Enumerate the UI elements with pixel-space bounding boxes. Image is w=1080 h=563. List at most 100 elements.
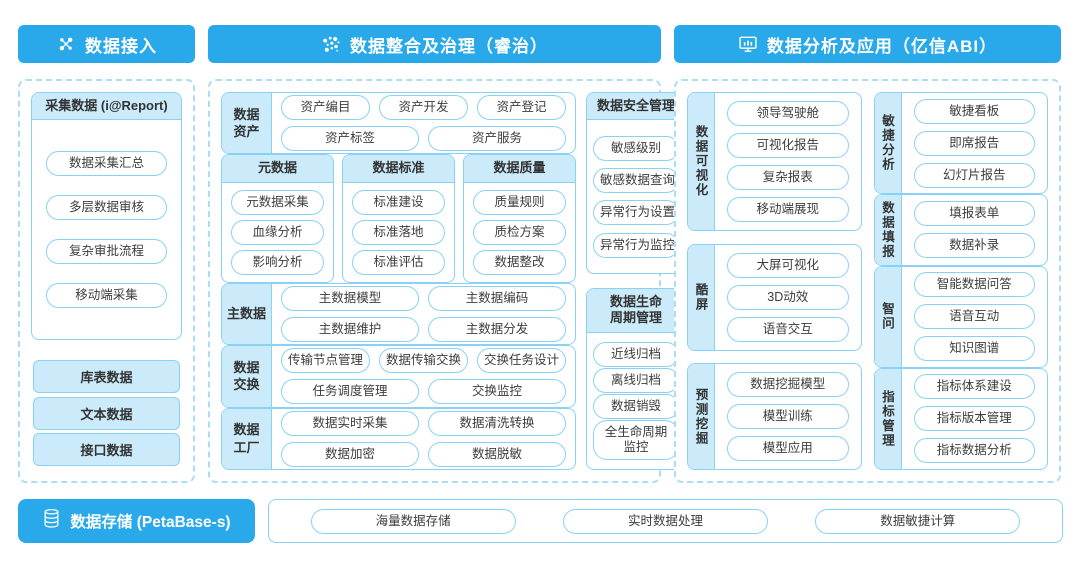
panel-data-analysis: 数据可视化 领导驾驶舱 可视化报告 复杂报表 移动端展现 酷屏 大屏可视化 3D…: [674, 79, 1061, 483]
group-data-filling-label: 数据填报: [874, 195, 902, 265]
group-data-exchange: 数据 交换 传输节点管理 数据传输交换 交换任务设计 任务调度管理 交换监控: [221, 345, 577, 408]
item-voice-interaction: 语音交互: [727, 316, 849, 342]
item-table-data: 库表数据: [33, 359, 180, 393]
group-agile-analysis-label: 敏捷分析: [874, 93, 902, 194]
item-inspection-plan: 质检方案: [473, 219, 567, 245]
group-data-asset-label: 数据 资产: [222, 93, 272, 154]
item-transfer-node-mgmt: 传输节点管理: [281, 348, 371, 374]
item-multilayer-audit: 多层数据审核: [46, 195, 167, 221]
item-clean-transform: 数据清洗转换: [428, 410, 567, 436]
item-task-schedule-mgmt: 任务调度管理: [281, 379, 420, 405]
item-sensitive-level: 敏感级别: [593, 135, 680, 161]
header-data-analysis: 数据分析及应用（亿信ABI）: [674, 25, 1061, 63]
item-data-mask: 数据脱敏: [428, 441, 567, 467]
item-3d-effects: 3D动效: [727, 284, 849, 310]
item-bigscreen-visual: 大屏可视化: [727, 252, 849, 278]
item-exchange-monitor: 交换监控: [428, 379, 567, 405]
item-indicator-analysis: 指标数据分析: [913, 438, 1035, 464]
item-masterdata-model: 主数据模型: [281, 285, 420, 311]
item-exchange-task-design: 交换任务设计: [477, 348, 567, 374]
dots-cluster-icon: [321, 34, 341, 54]
item-adhoc-report: 即席报告: [913, 130, 1035, 156]
analysis-column-a: 数据可视化 领导驾驶舱 可视化报告 复杂报表 移动端展现 酷屏 大屏可视化 3D…: [687, 92, 862, 470]
item-impact-analysis: 影响分析: [231, 249, 325, 275]
box-data-standard: 数据标准 标准建设 标准落地 标准评估: [342, 154, 456, 283]
item-data-transfer-exchange: 数据传输交换: [379, 348, 469, 374]
item-data-supplement: 数据补录: [913, 233, 1035, 259]
item-nearline-archive: 近线归档: [593, 341, 680, 367]
item-data-destroy: 数据销毁: [593, 393, 680, 419]
item-knowledge-graph: 知识图谱: [913, 336, 1035, 362]
item-standard-build: 标准建设: [352, 189, 446, 215]
box-data-quality-title: 数据质量: [464, 155, 576, 183]
item-asset-catalog: 资产编目: [281, 95, 371, 121]
governance-meta-row: 元数据 元数据采集 血缘分析 影响分析 数据标准 标准建设 标准落地 标准评估: [221, 154, 577, 283]
item-indicator-system: 指标体系建设: [913, 374, 1035, 400]
box-data-standard-title: 数据标准: [343, 155, 455, 183]
header-data-analysis-label: 数据分析及应用（亿信ABI）: [766, 36, 998, 56]
item-masterdata-code: 主数据编码: [428, 285, 567, 311]
item-agile-computing: 数据敏捷计算: [815, 508, 1021, 534]
item-masterdata-maintain: 主数据维护: [281, 316, 420, 342]
governance-main-column: 数据 资产 资产编目 资产开发 资产登记 资产标签 资产服务: [221, 92, 577, 470]
governance-security-column: 数据安全管理 敏感级别 敏感数据查询 异常行为设置 异常行为监控 数据生命 周期…: [586, 92, 687, 470]
item-realtime-collect: 数据实时采集: [281, 410, 420, 436]
storage-header-label: 数据存储 (PetaBase-s): [70, 514, 231, 531]
item-visual-report: 可视化报告: [727, 133, 849, 158]
item-interface-data: 接口数据: [33, 433, 180, 467]
box-metadata-title: 元数据: [222, 155, 334, 183]
item-masterdata-distribute: 主数据分发: [428, 316, 567, 342]
box-data-lifecycle-title: 数据生命 周期管理: [587, 289, 686, 333]
storage-header: 数据存储 (PetaBase-s): [18, 499, 255, 543]
panel-data-access: 采集数据 (i@Report) 数据采集汇总 多层数据审核 复杂审批流程 移动端…: [18, 79, 195, 483]
item-quality-rules: 质量规则: [473, 189, 567, 215]
item-model-apply: 模型应用: [727, 436, 849, 461]
item-complex-report: 复杂报表: [727, 165, 849, 190]
storage-items-container: 海量数据存储 实时数据处理 数据敏捷计算: [268, 499, 1063, 543]
item-asset-develop: 资产开发: [379, 95, 469, 121]
header-data-governance-label: 数据整合及治理（睿治）: [350, 36, 548, 56]
group-data-exchange-label: 数据 交换: [222, 346, 272, 407]
group-indicator-mgmt: 指标管理 指标体系建设 指标版本管理 指标数据分析: [873, 367, 1048, 470]
network-nodes-icon: [56, 34, 76, 54]
item-model-training: 模型训练: [727, 404, 849, 429]
item-smart-data-qa: 智能数据问答: [913, 272, 1035, 298]
item-standard-landing: 标准落地: [352, 219, 446, 245]
item-abnormal-setting: 异常行为设置: [593, 200, 680, 226]
item-metadata-collect: 元数据采集: [231, 189, 325, 215]
item-asset-service: 资产服务: [428, 126, 567, 152]
storage-row: 数据存储 (PetaBase-s) 海量数据存储 实时数据处理 数据敏捷计算: [18, 499, 1063, 543]
collect-data-box: 采集数据 (i@Report) 数据采集汇总 多层数据审核 复杂审批流程 移动端…: [31, 92, 182, 340]
item-abnormal-monitor: 异常行为监控: [593, 232, 680, 258]
group-cool-screen: 酷屏 大屏可视化 3D动效 语音交互: [687, 243, 862, 351]
group-indicator-mgmt-label: 指标管理: [874, 368, 902, 469]
collect-data-box-title: 采集数据 (i@Report): [32, 93, 181, 121]
group-data-visualization-label: 数据可视化: [688, 93, 715, 230]
group-smart-qa-label: 智问: [874, 266, 902, 367]
group-data-asset-content: 资产编目 资产开发 资产登记 资产标签 资产服务: [272, 93, 575, 153]
header-data-access-label: 数据接入: [85, 36, 157, 56]
group-data-factory: 数据 工厂 数据实时采集 数据清洗转换 数据加密 数据脱敏: [221, 407, 577, 470]
item-lineage-analysis: 血缘分析: [231, 219, 325, 245]
group-data-asset: 数据 资产 资产编目 资产开发 资产登记 资产标签 资产服务: [221, 92, 577, 155]
item-data-rectify: 数据整改: [473, 249, 567, 275]
database-icon: [42, 508, 61, 534]
item-complex-approval: 复杂审批流程: [46, 239, 167, 265]
item-lifecycle-monitor: 全生命周期 监控: [593, 419, 680, 460]
group-predictive-mining: 预测挖掘 数据挖掘模型 模型训练 模型应用: [687, 363, 862, 470]
source-data-list: 库表数据 文本数据 接口数据: [31, 356, 182, 470]
item-asset-tag: 资产标签: [281, 126, 420, 152]
monitor-chart-icon: [738, 34, 758, 54]
item-offline-archive: 离线归档: [593, 367, 680, 393]
item-mobile-display: 移动端展现: [727, 197, 849, 222]
group-master-data: 主数据 主数据模型 主数据编码 主数据维护 主数据分发: [221, 282, 577, 346]
group-data-factory-label: 数据 工厂: [222, 408, 272, 469]
box-metadata: 元数据 元数据采集 血缘分析 影响分析: [221, 154, 335, 283]
item-mass-storage: 海量数据存储: [310, 508, 516, 534]
collect-data-box-body: 数据采集汇总 多层数据审核 复杂审批流程 移动端采集: [32, 120, 181, 339]
analysis-column-b: 敏捷分析 敏捷看板 即席报告 幻灯片报告 数据填报 填报表单 数据补录 智问: [873, 92, 1048, 470]
item-fill-form: 填报表单: [913, 201, 1035, 227]
item-text-data: 文本数据: [33, 396, 180, 430]
item-asset-register: 资产登记: [477, 95, 567, 121]
group-data-visualization: 数据可视化 领导驾驶舱 可视化报告 复杂报表 移动端展现: [687, 92, 862, 231]
